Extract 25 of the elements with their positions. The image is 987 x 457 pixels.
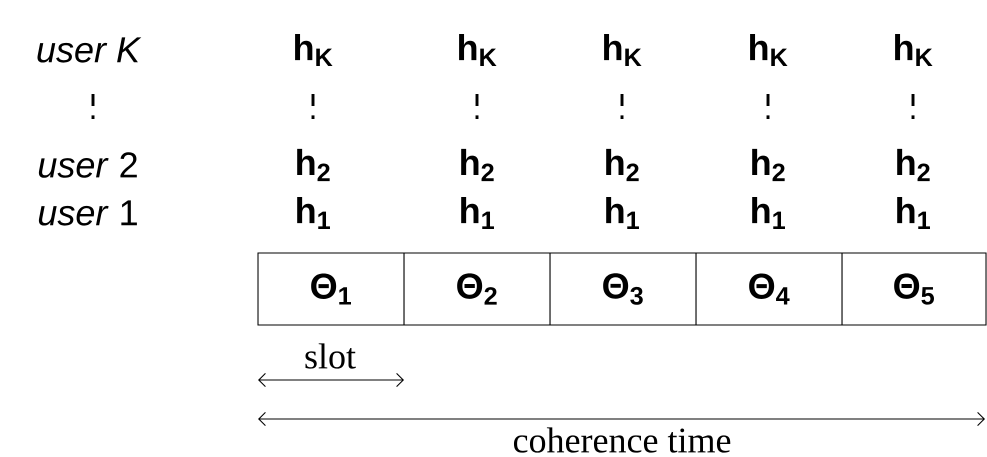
- user-label: user 2: [38, 152, 137, 178]
- slot-cell: Θ$_{3}$: [549, 252, 697, 326]
- channel-label: h$_{2}$: [897, 148, 930, 182]
- channel-label: h$_{1}$: [461, 197, 494, 229]
- channel-label: h$_{2}$: [606, 148, 639, 182]
- channel-label: h$_{1}$: [752, 197, 785, 229]
- channel-label: h$_{1}$: [897, 197, 930, 229]
- channel-label: h$_{K}$: [750, 34, 788, 66]
- channel-label: h$_{K}$: [459, 34, 497, 66]
- channel-label: h$_{2}$: [297, 148, 330, 182]
- channel-label: h$_{1}$: [606, 197, 639, 229]
- channel-label: h$_{1}$: [297, 197, 330, 229]
- user-label: user K: [38, 37, 142, 63]
- channel-label: h$_{2}$: [461, 148, 494, 182]
- slot-cell: Θ$_{5}$: [841, 252, 987, 326]
- user-label: user 1: [38, 200, 137, 226]
- channel-label: h$_{K}$: [895, 34, 933, 66]
- slot-cell: Θ$_{2}$: [403, 252, 551, 326]
- slot-cell: Θ$_{1}$: [257, 252, 405, 326]
- dimension-label: slot: [305, 343, 356, 369]
- slot-cell: Θ$_{4}$: [695, 252, 843, 326]
- channel-label: h$_{K}$: [604, 34, 642, 66]
- channel-label: h$_{K}$: [295, 34, 333, 66]
- dimension-label: coherence time: [514, 427, 730, 453]
- channel-label: h$_{2}$: [752, 148, 785, 182]
